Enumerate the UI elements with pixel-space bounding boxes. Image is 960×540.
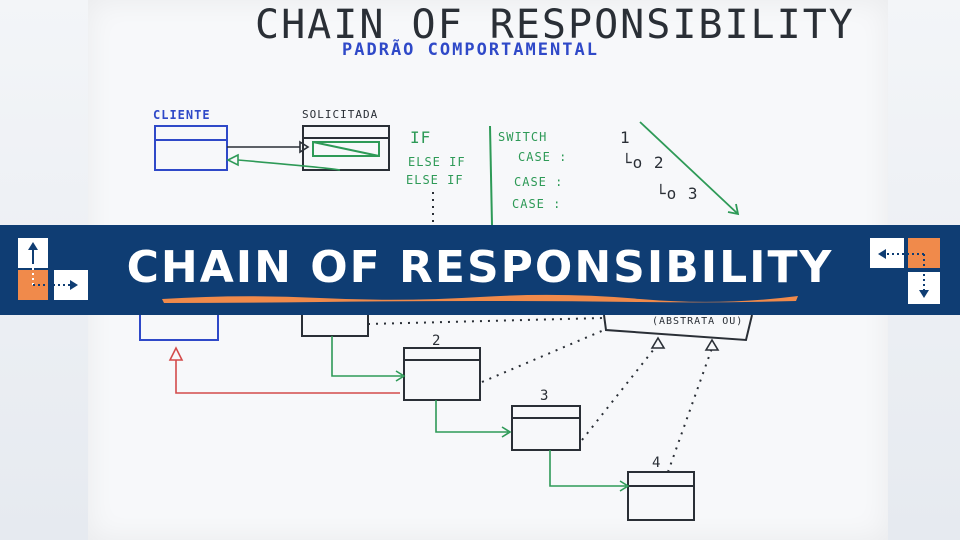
diagonal-arrow xyxy=(639,121,739,215)
board-title: CHAIN OF RESPONSIBILITY xyxy=(255,2,855,48)
label-case-3: CASE : xyxy=(512,197,562,211)
pattern-logo-right-icon xyxy=(870,238,940,304)
separator-line xyxy=(489,125,493,226)
label-abstract: (ABSTRATA OU) xyxy=(652,316,744,327)
label-node-3: 3 xyxy=(540,388,550,404)
label-switch: SWITCH xyxy=(498,130,548,144)
brush-underline xyxy=(162,294,798,303)
handler-4-box xyxy=(627,471,695,521)
client-box-lower xyxy=(139,315,219,341)
handler-2-box xyxy=(403,347,481,401)
pattern-logo-left-icon xyxy=(18,238,88,300)
return-arrowhead xyxy=(168,346,184,361)
label-solicitada: SOLICITADA xyxy=(302,108,379,121)
label-else-if-1: ELSE IF xyxy=(408,155,466,169)
label-chain-2: └o 2 xyxy=(622,153,665,172)
inheritance-arrowheads xyxy=(650,336,720,351)
label-case-1: CASE : xyxy=(518,150,568,164)
response-arrowhead xyxy=(226,153,239,167)
label-chain-3: └o 3 xyxy=(656,184,699,203)
handler-1-box xyxy=(301,315,369,337)
banner-title: CHAIN OF RESPONSIBILITY xyxy=(126,242,834,293)
return-arrow xyxy=(175,352,400,394)
label-else-if-2: ELSE IF xyxy=(406,173,464,187)
label-node-2: 2 xyxy=(432,333,442,349)
board-subtitle: PADRÃO COMPORTAMENTAL xyxy=(342,40,599,60)
label-if: IF xyxy=(410,128,432,147)
cliente-box xyxy=(154,125,228,171)
response-arrow xyxy=(237,159,341,171)
title-banner: CHAIN OF RESPONSIBILITY xyxy=(0,225,960,315)
solicitada-box xyxy=(302,125,390,171)
diagonal-arrowhead xyxy=(727,203,740,216)
inheritance-lines xyxy=(367,317,713,473)
handler-3-box xyxy=(511,405,581,451)
label-case-2: CASE : xyxy=(514,175,564,189)
label-node-4: 4 xyxy=(652,455,662,471)
abstract-handler-box xyxy=(603,314,753,342)
chain-arrows xyxy=(331,336,630,492)
label-chain-1: 1 xyxy=(620,128,631,147)
label-cliente: CLIENTE xyxy=(153,108,211,122)
request-arrowhead xyxy=(299,140,310,154)
